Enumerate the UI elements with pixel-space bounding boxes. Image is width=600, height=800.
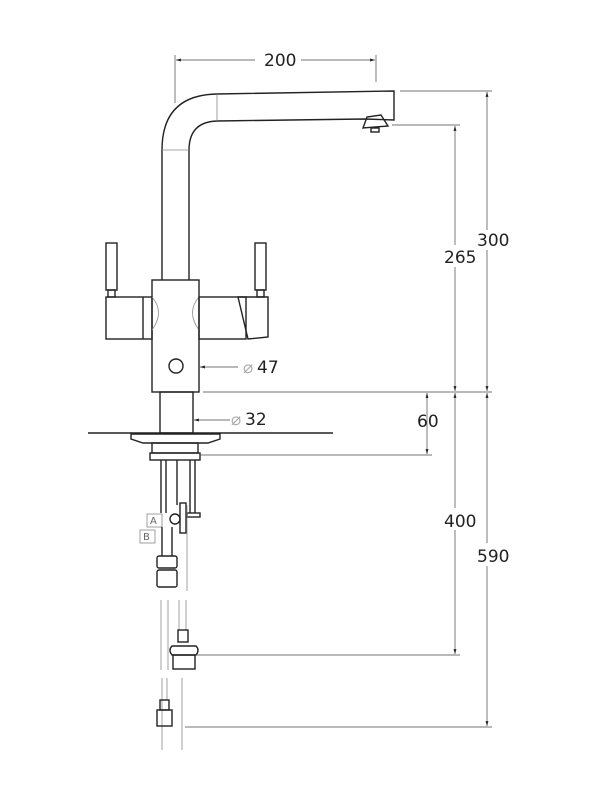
hose-length-valve-label: 400	[444, 512, 476, 532]
svg-text:B: B	[143, 532, 150, 543]
total-height-label: 300	[477, 231, 509, 251]
faucet-body	[105, 242, 269, 434]
spout	[161, 90, 395, 280]
svg-text:⌀: ⌀	[231, 410, 241, 430]
spout-reach-label: 200	[264, 51, 296, 71]
svg-text:32: 32	[245, 410, 267, 430]
supply-hoses: A B	[139, 460, 201, 750]
countertop-mount	[88, 432, 333, 461]
button-icon	[168, 358, 184, 374]
svg-text:47: 47	[257, 358, 279, 378]
hose-length-total-label: 590	[477, 547, 509, 567]
vertical-dimensions: 300 265 60 400 590	[185, 90, 509, 728]
mount-thickness-label: 60	[417, 412, 439, 432]
svg-text:A: A	[150, 516, 157, 527]
svg-text:⌀: ⌀	[243, 358, 253, 378]
dimension-body-diameter: ⌀ 47	[200, 358, 279, 378]
left-lever	[105, 242, 118, 291]
right-lever	[254, 242, 267, 291]
aerator-icon	[361, 114, 390, 129]
dimension-base-diameter: ⌀ 32	[194, 410, 267, 430]
outlet-height-label: 265	[444, 248, 476, 268]
dimension-spout-reach: 200	[174, 51, 377, 103]
